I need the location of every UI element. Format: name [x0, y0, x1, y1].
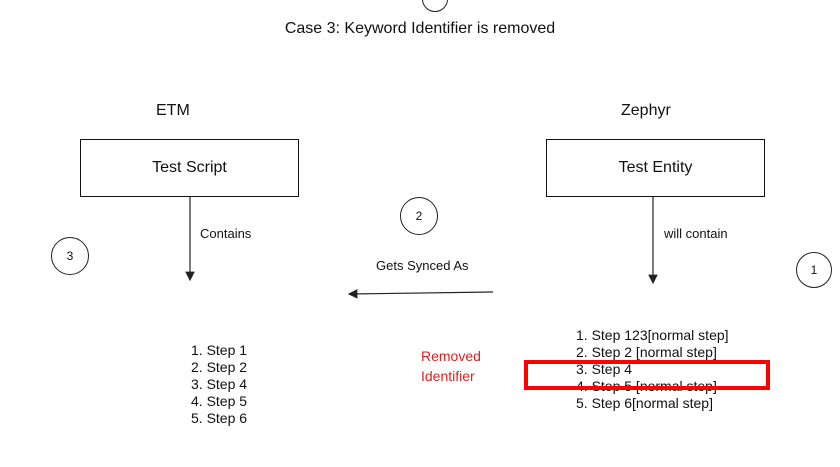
- synced-label: Gets Synced As: [376, 258, 469, 273]
- list-item: 5. Step 6: [191, 410, 248, 426]
- marker-1-label: 1: [810, 263, 818, 277]
- list-item: 3. Step 4: [576, 361, 633, 377]
- etm-heading: ETM: [156, 102, 190, 119]
- removed-identifier-annotation: Removed Identifier: [421, 346, 481, 386]
- sync-arrow: [347, 289, 494, 299]
- list-item: 2. Step 2 [normal step]: [576, 344, 717, 360]
- test-script-box: Test Script: [80, 139, 299, 197]
- removed-step-highlight: [524, 360, 770, 390]
- marker-1-circle: 1: [796, 252, 832, 288]
- contains-label: Contains: [200, 226, 252, 241]
- list-item: 5. Step 6[normal step]: [576, 395, 713, 411]
- marker-2-label: 2: [415, 209, 423, 223]
- list-item: 3. Step 4: [191, 376, 248, 392]
- list-item: 1. Step 1: [191, 342, 248, 358]
- marker-2-circle: 2: [400, 197, 438, 235]
- marker-3-label: 3: [66, 249, 74, 263]
- zephyr-heading: Zephyr: [621, 102, 671, 119]
- diagram-title: Case 3: Keyword Identifier is removed: [284, 20, 556, 37]
- test-entity-box: Test Entity: [546, 139, 765, 197]
- list-item: 1. Step 123[normal step]: [576, 327, 729, 343]
- marker-3-circle: 3: [51, 237, 89, 275]
- will-contain-label: will contain: [664, 226, 728, 241]
- test-entity-label: Test Entity: [618, 159, 693, 176]
- etm-step-list: 1. Step 1 2. Step 2 3. Step 4 4. Step 5 …: [191, 342, 247, 427]
- list-item: 4. Step 5: [191, 393, 248, 409]
- annotation-line-2: Identifier: [421, 368, 475, 384]
- test-script-label: Test Script: [152, 159, 227, 176]
- list-item: 2. Step 2: [191, 359, 248, 375]
- annotation-line-1: Removed: [421, 348, 481, 364]
